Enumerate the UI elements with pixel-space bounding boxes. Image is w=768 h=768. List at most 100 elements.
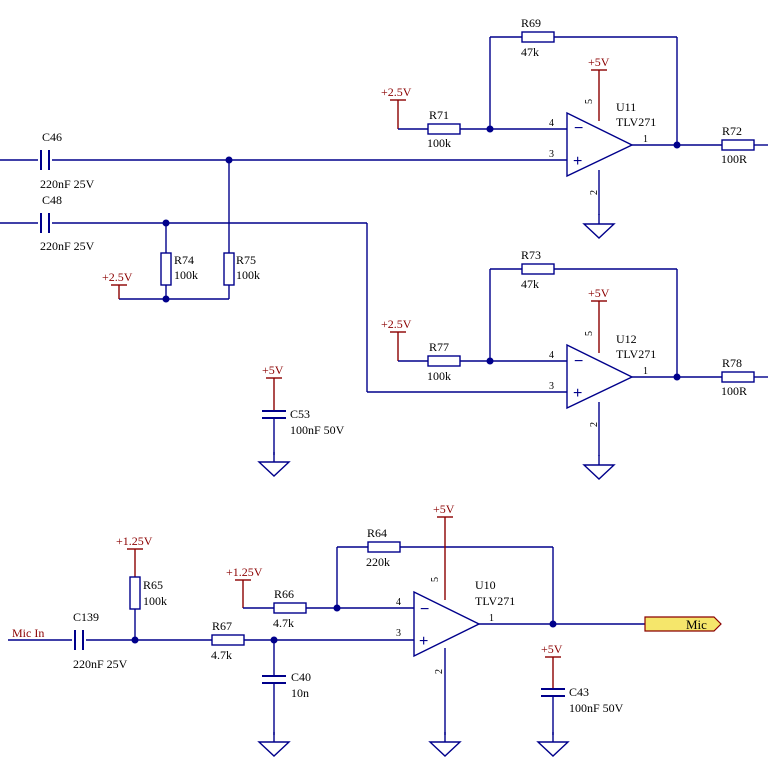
r74-value: 100k [174, 268, 198, 282]
ground-symbol [258, 731, 290, 757]
r73-value: 47k [521, 277, 539, 291]
capacitor-c139: C139 220nF 25V [73, 610, 128, 671]
pin-number: 1 [643, 366, 648, 377]
junction-dot [673, 373, 681, 381]
r67-value: 4.7k [211, 648, 232, 662]
r77-ref: R77 [429, 340, 449, 354]
c48-ref: C48 [42, 193, 62, 207]
resistor-r72: R72 100R [721, 124, 755, 166]
c40-ref: C40 [291, 670, 311, 684]
power-1v25-r66: +1.25V [226, 565, 263, 608]
pin-number: 4 [549, 350, 554, 361]
c46-ref: C46 [42, 130, 62, 144]
power-label: +5V [541, 642, 563, 656]
power-1v25-r65: +1.25V [116, 534, 153, 577]
power-label: +2.5V [381, 85, 412, 99]
power-5v-c43: +5V [541, 642, 563, 688]
r64-value: 220k [366, 555, 390, 569]
resistor-r67: R67 4.7k [211, 619, 245, 662]
pin-number: 3 [549, 149, 554, 160]
ground-symbol [537, 731, 569, 757]
r75-value: 100k [236, 268, 260, 282]
resistor-r74: R74 100k [160, 252, 198, 286]
power-label: +5V [262, 363, 284, 377]
resistor-r75: R75 100k [223, 252, 260, 286]
resistor-r66: R66 4.7k [273, 587, 307, 630]
r67-ref: R67 [212, 619, 232, 633]
minus-sign: − [420, 601, 429, 618]
r69-value: 47k [521, 45, 539, 59]
capacitor-c48: C48 220nF 25V [40, 193, 95, 253]
resistor-r71: R71 100k [427, 108, 461, 150]
power-5v-u12: +5V [588, 286, 610, 353]
power-label: +1.25V [226, 565, 263, 579]
r66-ref: R66 [274, 587, 294, 601]
power-label: +1.25V [116, 534, 153, 548]
u11-section: C46 220nF 25V +2.5V R71 100k R69 47k [0, 16, 768, 239]
r65-value: 100k [143, 594, 167, 608]
pin-number: 1 [643, 134, 648, 145]
u10-ref: U10 [475, 578, 496, 592]
plus-sign: + [573, 385, 582, 402]
resistor-r78: R78 100R [721, 356, 755, 398]
minus-sign: − [574, 120, 583, 137]
pin-number: 2 [589, 422, 600, 427]
u12-section: +2.5V R77 100k R73 47k − + 4 3 1 5 [381, 248, 768, 480]
ground-symbol [258, 451, 290, 477]
minus-sign: − [574, 353, 583, 370]
pin-number: 5 [584, 99, 595, 104]
resistor-r69: R69 47k [521, 16, 555, 59]
junction-dot [673, 141, 681, 149]
plus-sign: + [573, 153, 582, 170]
u12-ref: U12 [616, 332, 637, 346]
u11-ref: U11 [616, 100, 636, 114]
u10-value: TLV271 [475, 594, 515, 608]
c139-ref: C139 [73, 610, 99, 624]
capacitor-c40: C40 10n [262, 670, 311, 700]
capacitor-c46: C46 220nF 25V [40, 130, 95, 191]
power-2v5-u11: +2.5V [381, 85, 412, 129]
r64-ref: R64 [367, 526, 387, 540]
power-5v-u10: +5V [433, 502, 455, 600]
u12-value: TLV271 [616, 347, 656, 361]
r71-ref: R71 [429, 108, 449, 122]
capacitor-c43: C43 100nF 50V [541, 685, 624, 715]
ground-symbol [429, 731, 461, 757]
r66-value: 4.7k [273, 616, 294, 630]
pin-number: 3 [549, 381, 554, 392]
power-2v5-u12: +2.5V [381, 317, 412, 361]
junction-dot [162, 295, 170, 303]
c46-value: 220nF 25V [40, 177, 95, 191]
pin-number: 4 [396, 597, 401, 608]
r75-ref: R75 [236, 253, 256, 267]
c53-ref: C53 [290, 407, 310, 421]
r74-ref: R74 [174, 253, 194, 267]
net-label-mic-in: Mic In [12, 626, 44, 640]
c48-value: 220nF 25V [40, 239, 95, 253]
u10-section: Mic In C139 220nF 25V +1.25V R65 100k R6… [8, 502, 722, 757]
capacitor-c53-section: +5V C53 100nF 50V [258, 363, 345, 477]
net-port-mic: Mic [644, 616, 722, 632]
pin-number: 3 [396, 628, 401, 639]
pin-number: 1 [489, 613, 494, 624]
junction-dot [549, 620, 557, 628]
pin-number: 4 [549, 118, 554, 129]
resistor-r65: R65 100k [129, 576, 167, 610]
c53-value: 100nF 50V [290, 423, 345, 437]
c40-value: 10n [291, 686, 309, 700]
power-5v-u11: +5V [588, 55, 610, 121]
u11-value: TLV271 [616, 115, 656, 129]
opamp-u10: − + 4 3 1 5 2 U10 TLV271 [396, 577, 515, 674]
opamp-u12: − + 4 3 1 5 2 U12 TLV271 [549, 331, 656, 427]
r78-ref: R78 [722, 356, 742, 370]
power-label: +5V [433, 502, 455, 516]
resistor-r77: R77 100k [427, 340, 461, 383]
r71-value: 100k [427, 136, 451, 150]
plus-sign: + [419, 633, 428, 650]
pin-number: 5 [430, 577, 441, 582]
power-label: +2.5V [381, 317, 412, 331]
resistor-r73: R73 47k [521, 248, 555, 291]
power-label: +5V [588, 286, 610, 300]
ground-symbol [583, 213, 615, 239]
